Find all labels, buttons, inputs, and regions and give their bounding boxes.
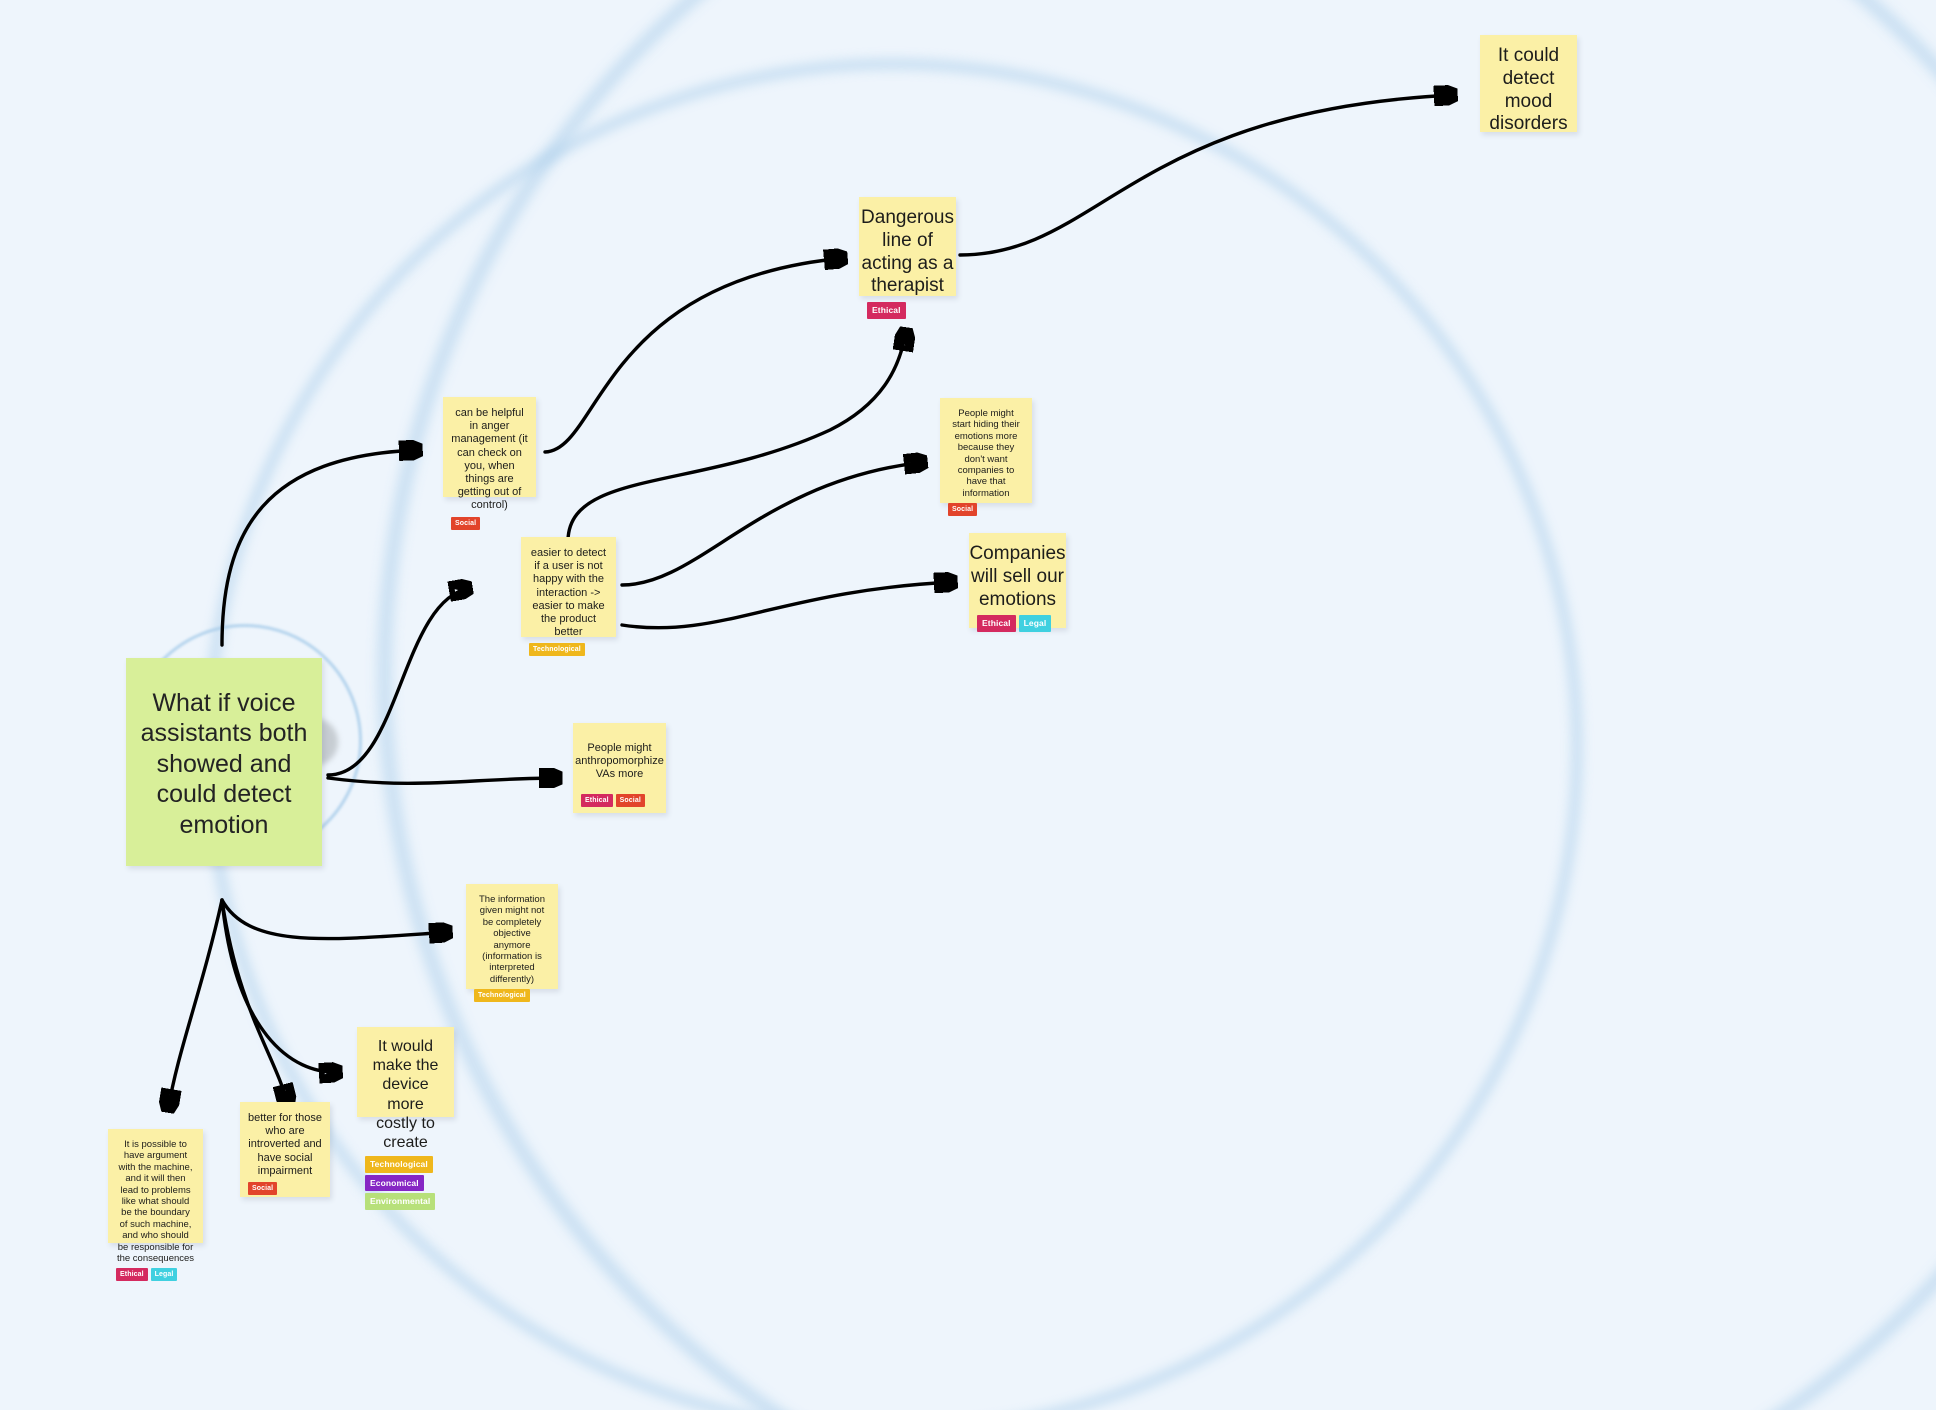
connector-easier-to-detect-to-therapist [566,330,906,542]
note-central-text: What if voice assistants both showed and… [140,688,308,839]
note-costly-to-create-text: It would make the device more costly to … [372,1038,439,1151]
note-therapist[interactable]: Dangerous line of acting as a therapist … [859,197,956,319]
note-therapist-text: Dangerous line of acting as a therapist [861,207,954,297]
connector-central-to-argument-machine [168,898,224,1110]
connector-anger-management-to-therapist [543,258,845,454]
connector-central-to-costly-to-create [220,898,340,1072]
note-anthropomorphize-tags: Ethical Social [581,794,658,807]
tag-economical[interactable]: Economical [365,1174,424,1192]
note-hiding-emotions[interactable]: People might start hiding their emotions… [940,398,1032,517]
note-introverted[interactable]: better for those who are introverted and… [240,1102,330,1197]
tag-ethical[interactable]: Ethical [977,615,1016,632]
note-anger-management-text: can be helpful in anger management (it c… [451,407,528,512]
note-hiding-emotions-tags: Social [948,503,1024,517]
tag-ethical[interactable]: Ethical [581,794,613,807]
note-mood-disorders[interactable]: It could detect mood disorders [1480,35,1577,134]
note-sell-emotions[interactable]: Companies will sell our emotions Ethical… [969,533,1066,632]
tag-ethical[interactable]: Ethical [867,302,906,319]
tag-social[interactable]: Social [451,516,481,530]
note-costly-to-create-tags: Technological Economical Environmental [365,1156,446,1210]
note-sell-emotions-text: Companies will sell our emotions [969,543,1066,610]
note-hiding-emotions-text: People might start hiding their emotions… [952,408,1020,499]
note-argument-machine[interactable]: It is possible to have argument with the… [108,1129,203,1282]
connector-central-to-anthropomorphize [326,778,560,783]
tag-technological[interactable]: Technological [529,643,585,657]
note-costly-to-create[interactable]: It would make the device more costly to … [357,1027,454,1210]
tag-social[interactable]: Social [248,1181,278,1195]
connector-central-to-information-objective [220,898,450,939]
note-anthropomorphize[interactable]: People might anthropomorphize VAs more E… [573,723,666,813]
note-information-objective-text: The information given might not be compl… [478,894,545,985]
connector-central-to-anger-management [220,450,420,647]
note-introverted-tags: Social [248,1181,322,1195]
note-anger-management[interactable]: can be helpful in anger management (it c… [443,397,536,530]
tag-ethical[interactable]: Ethical [116,1268,148,1282]
connector-central-to-introverted [220,898,288,1105]
tag-legal[interactable]: Legal [150,1268,178,1282]
note-easier-to-detect-text: easier to detect if a user is not happy … [530,547,607,639]
note-mood-disorders-text: It could detect mood disorders [1489,45,1568,135]
connector-easier-to-detect-to-sell-emotions [620,582,955,630]
note-anger-management-tags: Social [451,516,528,530]
note-anthropomorphize-text: People might anthropomorphize VAs more [575,741,664,781]
connector-easier-to-detect-to-hiding-emotions [620,462,925,587]
tag-social[interactable]: Social [948,503,978,517]
note-therapist-tags: Ethical [867,302,948,319]
note-easier-to-detect-tags: Technological [529,643,608,657]
note-easier-to-detect[interactable]: easier to detect if a user is not happy … [521,537,616,657]
tag-technological[interactable]: Technological [474,989,530,1003]
large-arc-icon [380,0,1936,1410]
tag-legal[interactable]: Legal [1018,615,1052,632]
tag-environmental[interactable]: Environmental [365,1193,436,1210]
tag-social[interactable]: Social [615,794,645,807]
note-argument-machine-text: It is possible to have argument with the… [116,1139,195,1264]
note-information-objective-tags: Technological [474,989,550,1003]
note-sell-emotions-tags: Ethical Legal [977,615,1058,632]
note-central[interactable]: What if voice assistants both showed and… [126,658,322,866]
note-argument-machine-tags: Ethical Legal [116,1268,195,1282]
note-introverted-text: better for those who are introverted and… [248,1112,322,1177]
connector-therapist-to-mood-disorders [958,95,1455,257]
tag-technological[interactable]: Technological [365,1156,433,1173]
note-information-objective[interactable]: The information given might not be compl… [466,884,558,1003]
connector-central-to-easier-to-detect [326,588,470,777]
